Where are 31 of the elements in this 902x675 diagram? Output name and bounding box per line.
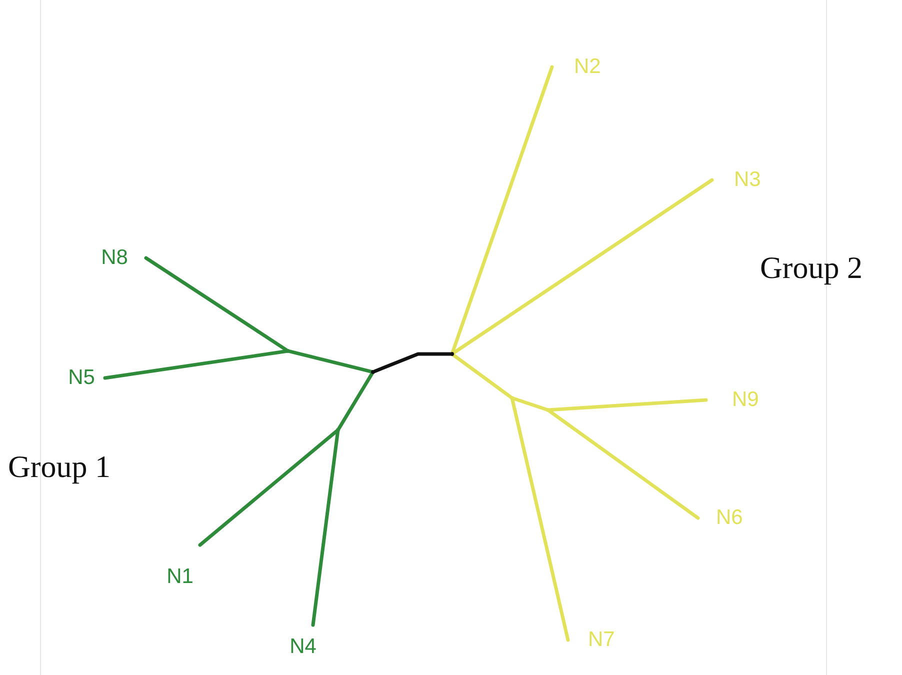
branch-point	[450, 352, 454, 356]
branch-point	[546, 408, 550, 412]
tree-branch	[373, 352, 452, 373]
tree-branch	[288, 350, 373, 374]
tree-branch	[337, 372, 374, 430]
tree-branch	[198, 430, 338, 547]
leaf-label: N9	[706, 386, 782, 414]
tree-branch	[452, 178, 714, 355]
tree-branch	[452, 353, 512, 399]
leaf-label: N7	[568, 626, 638, 654]
leaf-label: N1	[150, 545, 210, 591]
branch-point	[286, 349, 290, 353]
leaf-label: N5	[35, 364, 105, 392]
group-label: Group 2	[760, 249, 862, 287]
tree-branch	[103, 350, 288, 380]
branch-point	[510, 396, 514, 400]
tree-branch	[510, 398, 570, 642]
leaf-label: N6	[698, 504, 768, 532]
branch-point	[371, 370, 375, 374]
group-label: Group 1	[8, 448, 110, 486]
tree-branch	[512, 396, 548, 412]
tree-branch	[311, 430, 340, 627]
leaf-label: N8	[66, 244, 146, 272]
leaf-label: N2	[552, 53, 622, 81]
tree-branch	[548, 409, 700, 520]
branch-point	[336, 428, 340, 432]
tree-branch	[548, 398, 708, 412]
tree-branch	[144, 256, 288, 352]
tree-branch	[450, 65, 554, 354]
leaf-label: N4	[275, 625, 331, 661]
leaf-label: N3	[712, 166, 782, 194]
